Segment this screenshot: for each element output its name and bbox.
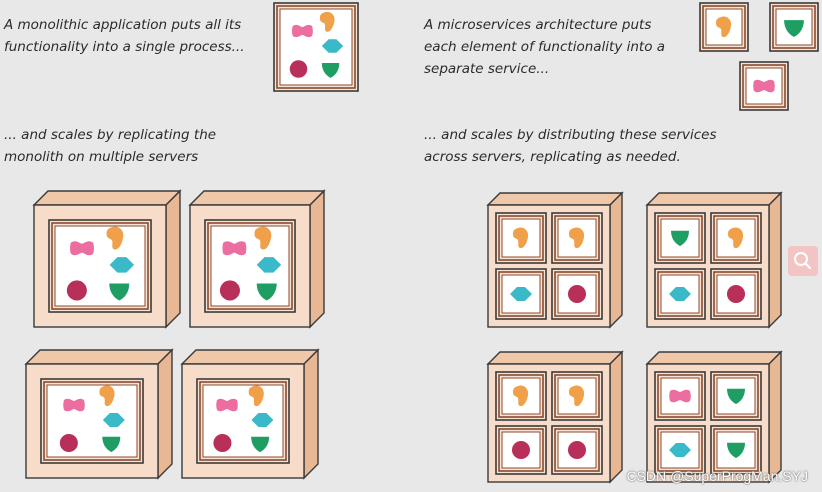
server-box-top [24,349,174,365]
microservice-instance-inner-frame [498,374,544,418]
microservice-instance-inner-frame [657,428,703,472]
microservice-instance-inner-frame [498,428,544,472]
microservice-instance-panel [660,218,700,258]
server-box-side [309,189,325,329]
microservice-instance-inner-frame [713,215,759,261]
microservice-instance-inner-frame [498,271,544,317]
microservice-instance-inner-frame [554,374,600,418]
search-icon [794,252,812,270]
server-box-side [165,189,181,329]
maroon-circle-icon [511,440,531,460]
microservice-instance-inner-frame [554,271,600,317]
monolith-replica-inner-frame [199,381,287,461]
maroon-circle-icon [726,284,746,304]
microservice-instance-inner-frame [498,215,544,261]
server-box-top [180,349,320,365]
maroon-circle-icon [567,440,587,460]
server-box-side [303,348,319,480]
server-box-top [645,192,783,206]
monolith-replica-inner-frame [51,222,149,310]
server-box-side [768,350,782,484]
server-box-side [768,191,782,329]
search-button[interactable] [788,246,818,276]
microservice-instance-inner-frame [657,374,703,418]
monolith-intro-caption: A monolithic application puts all its fu… [4,17,245,55]
server-box-top [32,190,182,206]
monolith-replica-inner-frame [207,222,293,310]
microservices-scaling-caption: ... and scales by distributing these ser… [424,127,717,165]
maroon-circle-icon [219,280,240,301]
microservice-instance-inner-frame [713,271,759,317]
maroon-circle-icon [66,280,87,301]
watermark-text: CSDN @SuperProgMan.SYJ [626,468,808,484]
microservices-intro-caption: A microservices architecture puts each e… [424,17,666,77]
maroon-circle-icon [289,60,308,78]
server-box-top [486,192,624,206]
microservice-instance-inner-frame [554,428,600,472]
microservice-green-inner-frame [772,5,816,49]
microservice-instance-panel [501,218,541,258]
microservice-instance-inner-frame [657,215,703,261]
server-box-top [645,351,783,365]
monolith-process-inner-frame [276,5,356,89]
microservice-instance-inner-frame [713,428,759,472]
server-box-side [157,348,173,480]
microservice-orange-inner-frame [702,5,746,49]
maroon-circle-icon [567,284,587,304]
microservice-instance-inner-frame [713,374,759,418]
server-box-top [486,351,624,365]
server-box-top [188,190,326,206]
maroon-circle-icon [59,433,78,453]
server-box-side [609,350,623,484]
monolith-replica-inner-frame [43,381,141,461]
microservice-instance-inner-frame [657,271,703,317]
microservice-pink-inner-frame [742,64,786,108]
server-box-side [609,191,623,329]
microservice-instance-inner-frame [554,215,600,261]
maroon-circle-icon [213,433,232,453]
monolith-scaling-caption: ... and scales by replicating the monoli… [4,127,217,165]
